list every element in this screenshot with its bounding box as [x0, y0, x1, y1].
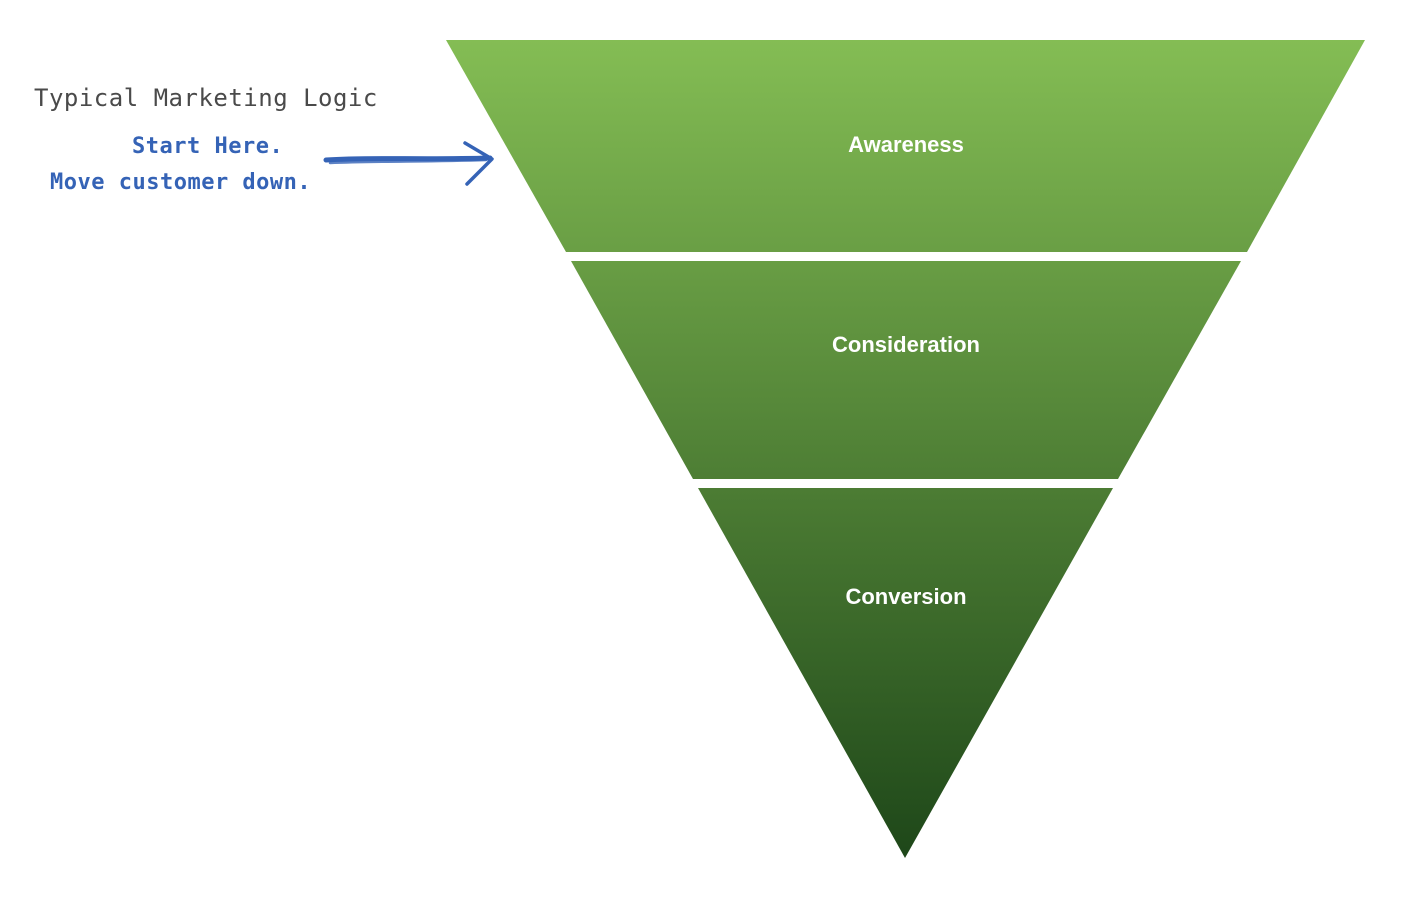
funnel-stage-conversion — [698, 488, 1113, 858]
annotation-start-here: Start Here. — [132, 134, 284, 159]
funnel-stage-consideration — [571, 261, 1241, 479]
annotation-heading: Typical Marketing Logic — [34, 84, 378, 112]
annotation-move-down: Move customer down. — [50, 170, 312, 195]
stage-label-awareness: Awareness — [848, 132, 964, 157]
hand-drawn-arrow-icon — [323, 141, 494, 186]
stage-label-consideration: Consideration — [832, 332, 980, 357]
stage-label-conversion: Conversion — [845, 584, 966, 609]
funnel-stage-awareness — [446, 40, 1365, 252]
